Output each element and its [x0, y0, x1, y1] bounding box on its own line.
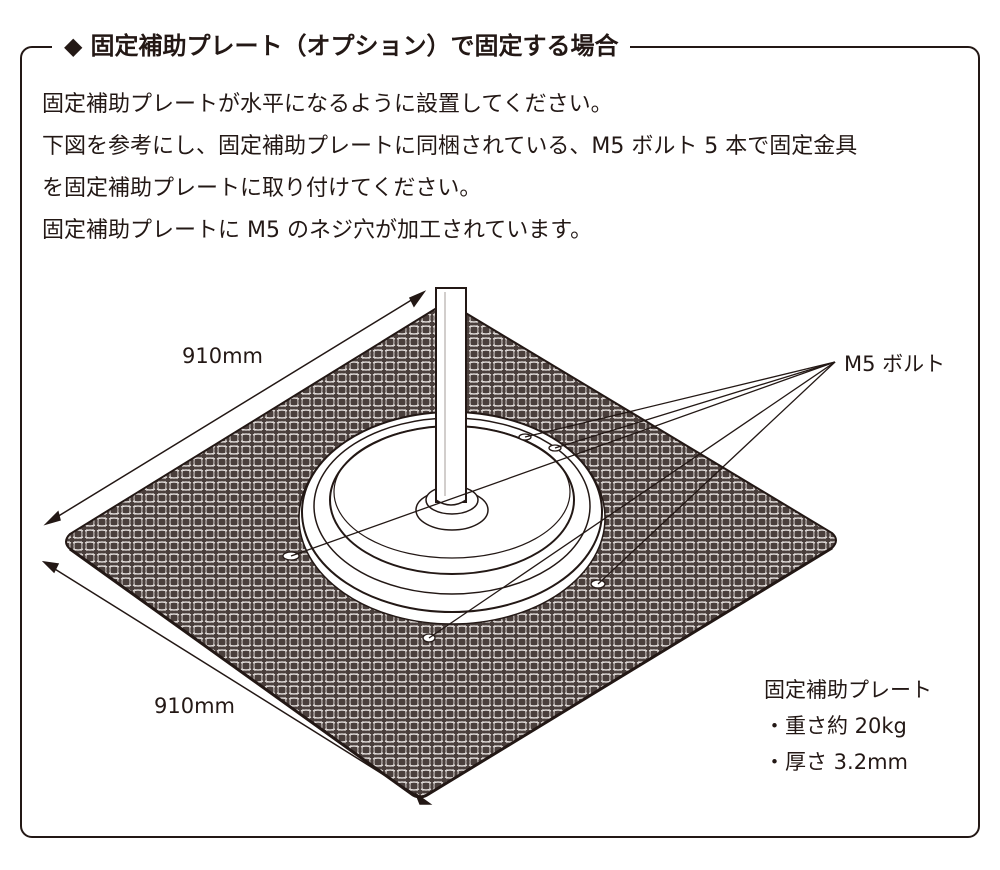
section-title: ◆固定補助プレート（オプション）で固定する場合 — [52, 28, 631, 64]
instruction-line-4: 固定補助プレートに M5 のネジ穴が加工されています。 — [42, 218, 593, 243]
spec-weight: ・重さ約 20kg — [764, 714, 907, 738]
plate-spec: 固定補助プレート ・重さ約 20kg ・厚さ 3.2mm — [764, 672, 932, 780]
dimension-arrow-bottom — [41, 560, 433, 805]
instruction-line-3: を固定補助プレートに取り付けてください。 — [42, 176, 482, 201]
spec-name: 固定補助プレート — [764, 678, 932, 702]
diamond-icon: ◆ — [64, 32, 83, 60]
instructions: 固定補助プレートが水平になるように設置してください。 下図を参考にし、固定補助プ… — [42, 84, 972, 252]
callout-lines — [290, 361, 836, 639]
dimension-label-bottom: 910mm — [154, 694, 235, 718]
dimension-arrow-top — [43, 290, 427, 526]
instruction-line-1: 固定補助プレートが水平になるように設置してください。 — [42, 92, 613, 117]
spec-thickness: ・厚さ 3.2mm — [764, 750, 908, 774]
dimension-label-top: 910mm — [182, 344, 263, 368]
instruction-line-2: 下図を参考にし、固定補助プレートに同梱されている、M5 ボルト 5 本で固定金具 — [42, 134, 858, 159]
bolt-callout-label: M5 ボルト — [844, 352, 946, 376]
section-title-text: 固定補助プレート（オプション）で固定する場合 — [90, 32, 619, 60]
pole — [435, 287, 467, 503]
